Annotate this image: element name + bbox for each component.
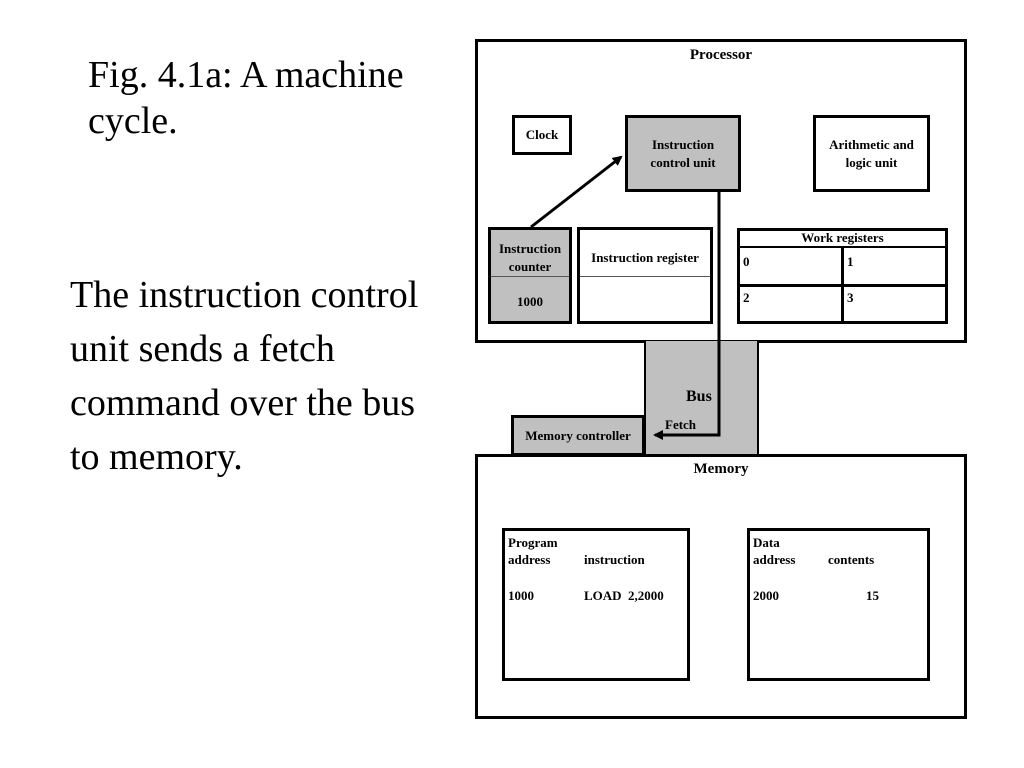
slide-body-text: The instruction control unit sends a fet… [70,274,419,478]
processor-title: Processor [689,47,753,63]
work-register-3: 3 [847,290,854,305]
bus-label: Bus [686,388,712,405]
work-registers-title: Work registers [801,230,884,245]
alu-box [813,115,930,192]
alu-label: Arithmetic and logic unit [829,137,914,170]
memory-title: Memory [693,461,749,477]
data-row-address: 2000 [753,588,779,603]
instruction-control-unit-box [625,115,741,192]
slide-title: Fig. 4.1a: A machine cycle. [88,54,404,142]
work-register-2: 2 [743,290,750,305]
data-col-address: address [753,552,796,567]
program-row-address: 1000 [508,588,534,603]
instruction-register-divider [580,276,710,277]
instruction-counter-label: Instruction counter [498,241,562,274]
work-registers-line-vert [841,247,844,321]
data-row-contents: 15 [866,588,879,603]
data-title: Data [753,535,780,550]
program-row-instruction: LOAD 2,2000 [584,588,664,603]
memory-controller-label: Memory controller [525,428,631,443]
clock-label: Clock [525,127,559,142]
program-title: Program [508,535,558,550]
instruction-counter-divider [491,276,569,277]
data-col-contents: contents [828,552,875,567]
memory-controller-box [511,415,645,456]
clock-box [512,115,572,155]
program-col-address: address [508,552,551,567]
program-col-instruction: instruction [584,552,645,567]
data-memory-box [747,528,930,681]
fetch-label: Fetch [665,417,697,432]
program-memory-box [502,528,690,681]
work-register-1: 1 [847,254,854,269]
work-register-0: 0 [743,254,750,269]
instruction-register-label: Instruction register [591,250,699,265]
instruction-control-unit-label: Instruction control unit [650,137,716,170]
instruction-counter-value: 1000 [517,294,543,309]
instruction-counter-box [488,227,572,324]
